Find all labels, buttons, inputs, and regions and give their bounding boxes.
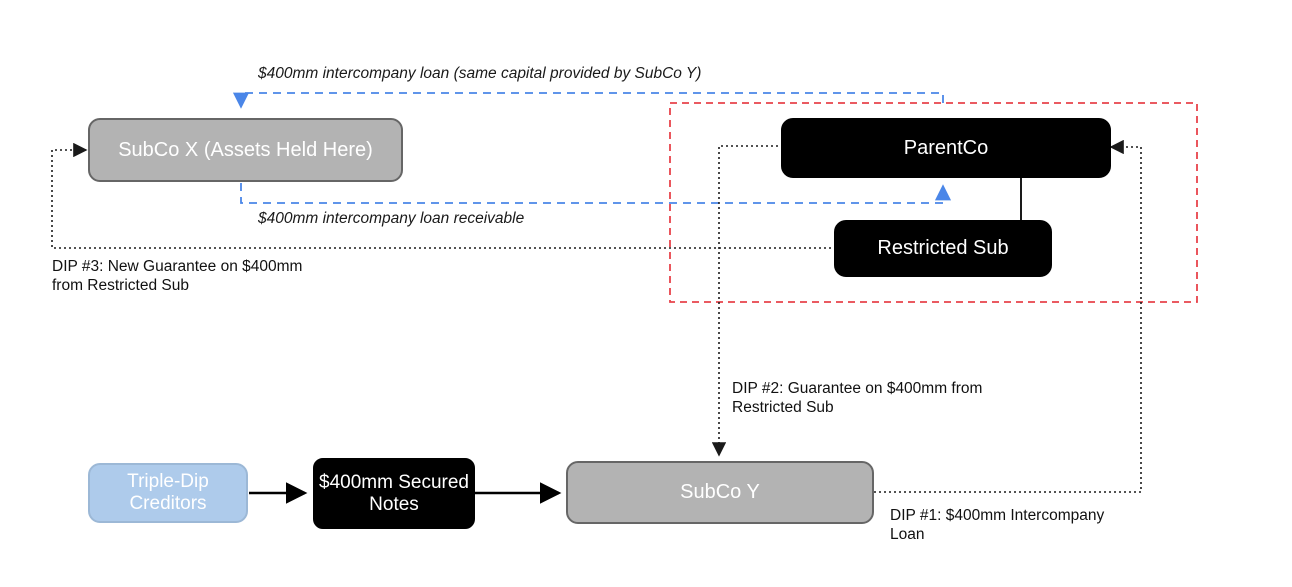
- node-secured-notes[interactable]: $400mm Secured Notes: [313, 458, 475, 529]
- node-parentco[interactable]: ParentCo: [781, 118, 1111, 178]
- annotation-intercompany-loan-receivable: $400mm intercompany loan receivable: [258, 210, 525, 227]
- node-subco-y[interactable]: SubCo Y: [566, 461, 874, 524]
- node-subco-x[interactable]: SubCo X (Assets Held Here): [88, 118, 403, 182]
- annotation-dip3: DIP #3: New Guarantee on $400mm from Res…: [52, 258, 303, 295]
- node-triple-dip-creditors[interactable]: Triple-Dip Creditors: [88, 463, 248, 523]
- restricted-group-box: [669, 102, 1198, 303]
- annotation-dip1: DIP #1: $400mm Intercompany Loan: [890, 507, 1105, 544]
- dip3-connector: [51, 142, 836, 249]
- blue-loan-down-arrow: [232, 92, 944, 109]
- node-restricted-sub[interactable]: Restricted Sub: [834, 220, 1052, 277]
- annotation-intercompany-loan-top: $400mm intercompany loan (same capital p…: [258, 65, 702, 82]
- annotation-dip2: DIP #2: Guarantee on $400mm from Restric…: [732, 380, 983, 417]
- dip2-connector: [711, 145, 783, 457]
- dip1-connector: [874, 139, 1142, 493]
- blue-loan-receivable-arrow: [240, 183, 952, 204]
